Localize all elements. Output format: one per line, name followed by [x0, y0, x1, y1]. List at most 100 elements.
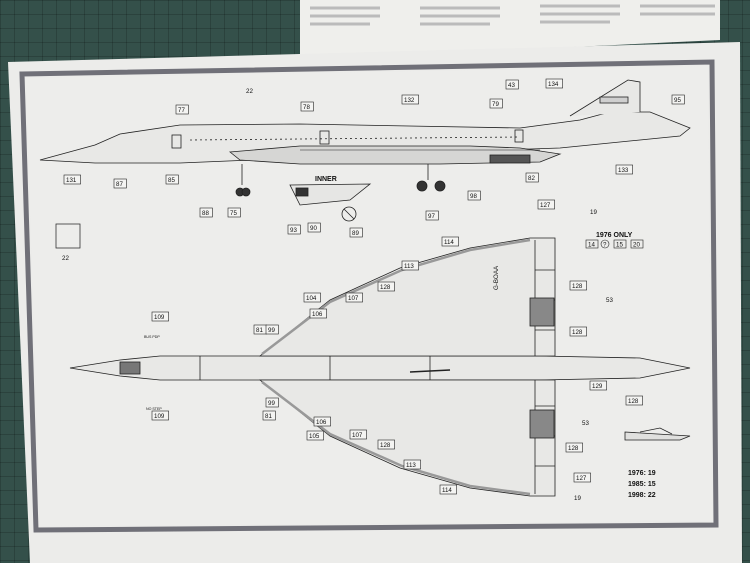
svg-text:?: ? — [603, 242, 607, 249]
callout-label-l132: 132 — [404, 97, 415, 104]
callout-box — [345, 292, 363, 303]
callout-box — [505, 79, 519, 90]
callout-box — [349, 429, 367, 440]
year-header: 1976 ONLY — [596, 232, 633, 239]
side-view — [39, 79, 691, 197]
callout-label-l77: 77 — [178, 107, 185, 114]
callout-label-l93: 93 — [290, 227, 297, 234]
callout-box — [467, 190, 481, 201]
callout-label-l97: 97 — [428, 213, 435, 220]
callout-label-l134: 134 — [548, 81, 559, 88]
inner-door-detail — [289, 183, 372, 222]
year-header-codes: 14 ? 15 20 — [585, 239, 644, 249]
callout-box — [175, 104, 189, 115]
callout-box — [425, 210, 439, 221]
callout-box — [300, 101, 314, 112]
callout-label-l109t: 109 — [154, 314, 165, 321]
callout-label-l78: 78 — [303, 104, 310, 111]
callout-box — [309, 308, 327, 319]
callout-label-l109b: 109 — [154, 413, 165, 420]
callout-box — [306, 430, 324, 441]
callout-box — [441, 236, 459, 247]
callout-label-l90: 90 — [310, 225, 317, 232]
callout-label-l113b: 113 — [406, 462, 416, 469]
plan-view — [69, 237, 691, 497]
callout-box — [227, 207, 241, 218]
callout-box — [265, 397, 279, 408]
callout-label-l127b: 127 — [576, 475, 587, 482]
drawing-frame — [19, 59, 719, 533]
callout-label-l106t: 106 — [312, 311, 323, 318]
callout-box — [113, 178, 127, 189]
callout-box — [589, 380, 607, 391]
small-mark-bus-pdp: BUS PDP — [144, 335, 160, 339]
callout-label-l95: 95 — [674, 97, 681, 104]
callout-box — [151, 311, 169, 322]
page-number-box — [55, 223, 81, 249]
callout-box — [265, 324, 279, 335]
callout-label-l131: 131 — [66, 177, 77, 184]
callout-box — [545, 78, 563, 89]
part-callouts: 22 77 78 132 79 43 134 95 131 87 85 88 75 93 90 89 97 98 8… — [63, 78, 685, 502]
callout-label-l107t: 107 — [348, 295, 359, 302]
year-note-1976: 1976: 19 — [628, 470, 656, 477]
callout-box — [401, 94, 419, 105]
inner-caption: INNER — [315, 176, 337, 183]
callout-label-l53b: 53 — [582, 420, 589, 427]
callout-label-l128c: 128 — [572, 329, 583, 336]
callout-box — [151, 410, 169, 421]
callout-label-l133: 133 — [618, 167, 629, 174]
year-note-1985: 1985: 15 — [628, 481, 656, 488]
callout-label-l128d: 128 — [628, 398, 639, 405]
callout-label-l129: 129 — [592, 383, 603, 390]
callout-label-l82: 82 — [528, 175, 535, 182]
callout-box — [377, 439, 395, 450]
callout-box — [313, 416, 331, 427]
callout-label-l22: 22 — [246, 88, 253, 95]
callout-box — [165, 174, 179, 185]
callout-box — [349, 227, 363, 238]
callout-label-l75: 75 — [230, 210, 237, 217]
callout-box — [615, 164, 633, 175]
callout-box — [303, 292, 321, 303]
callout-box — [525, 172, 539, 183]
callout-label-l128f: 128 — [380, 442, 391, 449]
callout-box — [569, 326, 587, 337]
svg-text:15: 15 — [616, 242, 623, 249]
callout-box — [537, 199, 555, 210]
callout-box — [565, 442, 583, 453]
callout-label-l79: 79 — [492, 101, 499, 108]
callout-box — [401, 260, 419, 271]
callout-label-l128e: 128 — [568, 445, 579, 452]
callout-label-l114t: 114 — [444, 239, 454, 246]
callout-box — [307, 222, 321, 233]
callout-label-l85: 85 — [168, 177, 175, 184]
callout-label-l113t: 113 — [404, 263, 414, 270]
callout-label-l89: 89 — [352, 230, 359, 237]
callout-label-l19t: 19 — [590, 209, 597, 216]
callout-box — [287, 224, 301, 235]
callout-label-l43: 43 — [508, 82, 515, 89]
callout-box — [199, 207, 213, 218]
registration-mark: G-BOAA — [493, 265, 500, 290]
callout-label-l19b: 19 — [574, 495, 581, 502]
text-columns — [310, 4, 715, 26]
callout-label-l128b: 128 — [380, 284, 391, 291]
callout-label-l99t: 99 — [268, 327, 275, 334]
callout-label-l127t: 127 — [540, 202, 551, 209]
callout-box — [625, 395, 643, 406]
callout-label-l81t: 81 — [256, 327, 263, 334]
callout-box — [489, 98, 503, 109]
callout-label-l99b: 99 — [268, 400, 275, 407]
callout-box — [377, 281, 395, 292]
callout-label-l98: 98 — [470, 193, 477, 200]
callout-label-l104: 104 — [306, 295, 317, 302]
callout-box — [403, 459, 421, 470]
callout-label-l88: 88 — [202, 210, 209, 217]
callout-label-l106b: 106 — [316, 419, 327, 426]
svg-text:14: 14 — [588, 242, 595, 249]
callout-label-l107b: 107 — [352, 432, 363, 439]
callout-label-l128a: 128 — [572, 283, 583, 290]
callout-label-l87: 87 — [116, 181, 123, 188]
